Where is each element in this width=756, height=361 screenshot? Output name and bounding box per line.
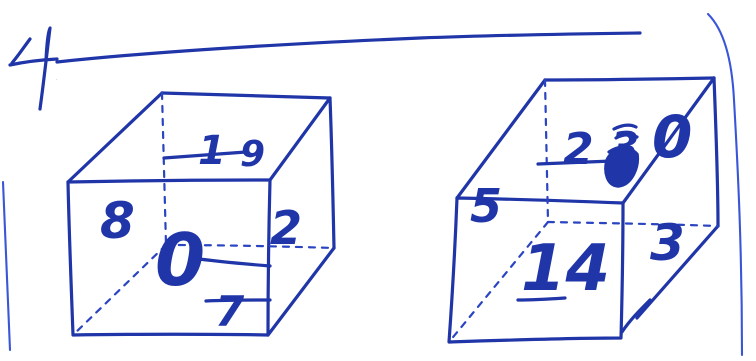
left-cube-face-right: 2 bbox=[270, 201, 302, 255]
left-cube-face-back-right: 9 bbox=[240, 134, 265, 175]
right-cube-face-left: 5 bbox=[470, 179, 502, 233]
right-cube-face-top: 2 bbox=[563, 124, 594, 175]
left-cube-face-bottom: 7 bbox=[215, 287, 245, 336]
problem-number-label: 4 bbox=[56, 78, 57, 81]
left-cube: 1 9 8 2 0 7 bbox=[66, 91, 336, 337]
right-cube-face-back-right: 0 bbox=[652, 103, 692, 171]
problem-number: 4 bbox=[8, 26, 642, 111]
right-cube-face-right: 3 bbox=[650, 214, 685, 272]
page-left-border bbox=[1, 180, 12, 352]
left-cube-face-left: 8 bbox=[100, 192, 135, 250]
right-cube: 2 3 0 5 3 14 bbox=[447, 76, 720, 344]
left-cube-face-top: 1 bbox=[198, 128, 226, 174]
right-cube-face-front: 14 bbox=[521, 232, 610, 306]
page-right-border bbox=[706, 12, 744, 357]
